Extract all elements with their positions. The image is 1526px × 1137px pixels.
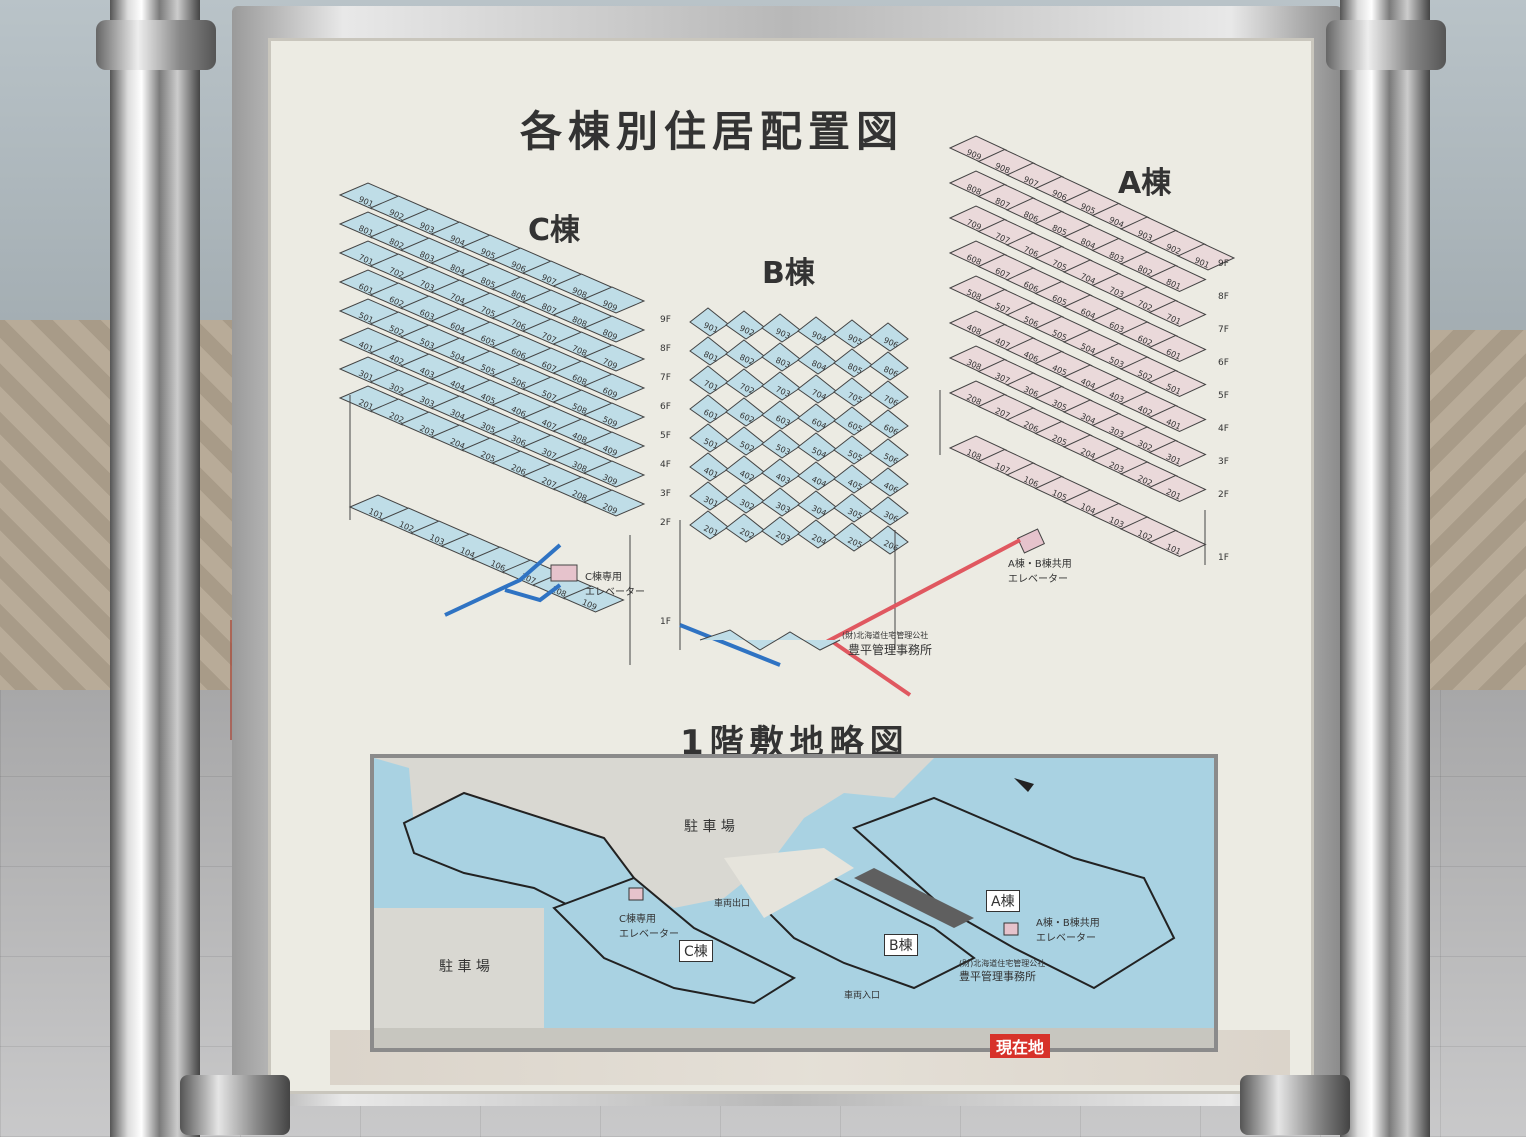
c-elevator-map-label: C棟専用 エレベーター — [619, 914, 679, 940]
a-building-map-label: A棟 — [986, 890, 1020, 912]
c-elevator-mark — [550, 564, 578, 582]
parking-left-label: 駐 車 場 — [439, 959, 490, 975]
c-unit — [582, 402, 646, 430]
ab-elevator-mark-map — [1003, 922, 1019, 936]
a-floor-label: 3F — [1218, 457, 1229, 467]
c-building-diagram: 9019029039049059069079089098018028038048… — [338, 182, 646, 665]
a-floor-label: 5F — [1218, 391, 1229, 401]
a-unit — [1176, 243, 1236, 271]
office-small-label: (財)北海道住宅管理公社 — [842, 631, 929, 640]
a-building-dark-strip — [854, 868, 974, 928]
a-floor-label: 2F — [1218, 490, 1229, 500]
a-floor-label: 1F — [1218, 553, 1229, 563]
a-unit — [1148, 474, 1207, 503]
b-unit — [869, 409, 909, 439]
parking-top-label: 駐 車 場 — [684, 819, 735, 835]
a-unit — [1148, 439, 1207, 468]
b-building-shape — [752, 876, 976, 990]
entrance-map-label: 車両入口 — [844, 991, 881, 1001]
c-entry-arrow — [444, 543, 562, 617]
c-building-map-label: C棟 — [679, 940, 713, 962]
ab-elevator-arrow — [826, 538, 1021, 697]
c-unit — [582, 373, 646, 401]
a-floor-label: 9F — [1218, 259, 1229, 269]
b-building-map-label: B棟 — [884, 934, 918, 956]
b-floor-label: 6F — [660, 402, 671, 412]
b-unit — [869, 380, 909, 410]
c-unit — [582, 489, 646, 517]
right-post-cap — [1326, 20, 1446, 70]
c-building-wing — [552, 876, 797, 1005]
a-floor-label: 7F — [1218, 325, 1229, 335]
office-small-map-label: (財)北海道住宅管理公社 — [959, 959, 1046, 968]
b-floor-label: 5F — [660, 431, 671, 441]
b-unit — [869, 525, 909, 555]
b-floor-label: 8F — [660, 344, 671, 354]
a-building-diagram: 9099089079069059049039029018088078068058… — [939, 135, 1236, 565]
ab-elevator-map-label: A棟・B棟共用 エレベーター — [1036, 918, 1100, 944]
c-elevator-mark-map — [628, 887, 644, 901]
vehicle-lane — [724, 848, 854, 918]
site-map: 駐 車 場 駐 車 場 C棟専用 エレベーター C棟 B棟 A棟 A棟・B棟共用… — [370, 754, 1218, 1052]
current-location-badge: 現在地 — [990, 1034, 1050, 1058]
c-unit — [562, 585, 625, 613]
c-elevator-label: C棟専用 エレベーター — [585, 572, 645, 598]
route-arrows — [444, 538, 1021, 697]
b-floor-label: 3F — [660, 489, 671, 499]
a-unit — [1148, 404, 1207, 433]
b-entry-arrow — [679, 623, 781, 667]
b-unit — [869, 322, 909, 352]
a-unit — [1148, 299, 1207, 328]
a-floor-label: 8F — [1218, 292, 1229, 302]
ab-elevator-mark — [1016, 528, 1046, 554]
c-elevator-arrow — [504, 583, 562, 603]
floor-labels: 9F 9F 8F 8F 7F 7F 6F 6F 5F 5F 4F 4F 3F 3F 2F 2F 1F 1F — [660, 259, 1229, 627]
a-building-label: A棟 — [1118, 166, 1172, 201]
b-building-label: B棟 — [762, 256, 815, 291]
office-map-label: 豊平管理事務所 — [959, 970, 1036, 983]
c-unit — [582, 460, 646, 488]
b-floor-label: 9F — [660, 315, 671, 325]
left-post — [110, 0, 200, 1137]
b-floor-label: 2F — [660, 518, 671, 528]
left-post-base — [180, 1075, 290, 1135]
stone-wall-right — [1420, 330, 1526, 690]
b-ground-zigzag — [699, 629, 841, 651]
c-unit — [582, 286, 646, 314]
office-label: 豊平管理事務所 — [848, 643, 933, 657]
ab-elevator-label: A棟・B棟共用 エレベーター — [1008, 559, 1072, 585]
c-unit — [582, 431, 646, 459]
a-floor-label: 6F — [1218, 358, 1229, 368]
right-post-base — [1240, 1075, 1350, 1135]
b-unit — [869, 467, 909, 497]
b-unit — [869, 351, 909, 381]
b-unit — [869, 496, 909, 526]
a-unit — [1148, 369, 1207, 398]
c-unit — [582, 315, 646, 343]
c-unit — [582, 344, 646, 372]
b-floor-label: 7F — [660, 373, 671, 383]
a-floor-label: 4F — [1218, 424, 1229, 434]
north-arrow-icon — [1014, 778, 1034, 792]
a-unit — [1148, 264, 1207, 293]
right-post — [1340, 0, 1430, 1137]
b-floor-label: 4F — [660, 460, 671, 470]
parking-area-top — [374, 758, 934, 908]
left-post-cap — [96, 20, 216, 70]
parking-area-left — [374, 908, 544, 1048]
site-map-shapes — [374, 758, 1214, 1048]
a-unit — [1148, 334, 1207, 363]
bottom-road — [374, 1028, 1214, 1048]
c-building-label: C棟 — [528, 213, 581, 248]
b-floor-label: 1F — [660, 617, 671, 627]
main-title: 各棟別住居配置図 — [520, 107, 905, 156]
exit-map-label: 車両出口 — [714, 899, 751, 909]
b-unit — [869, 438, 909, 468]
